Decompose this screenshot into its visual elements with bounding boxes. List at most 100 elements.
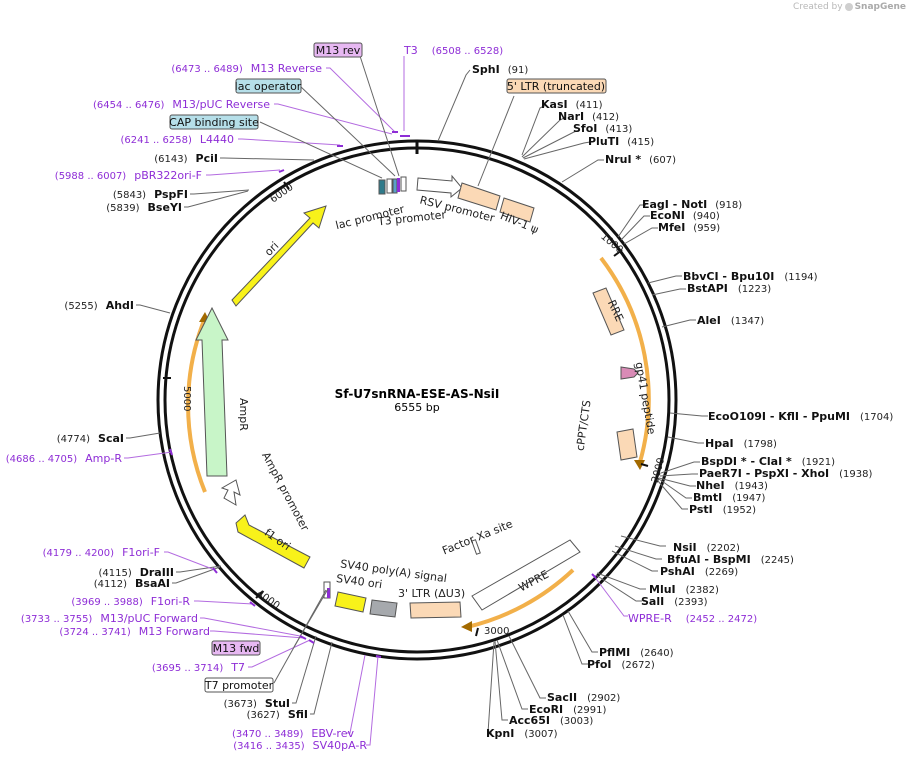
tick-5000: 5000 — [181, 386, 192, 411]
gp41-peptide-arrow — [620, 366, 639, 380]
sv40-polya-block — [334, 591, 367, 613]
label-ltr3: 3' LTR (ΔU3) — [398, 587, 465, 600]
primer-label: (4686 .. 4705)Amp-R — [6, 452, 123, 465]
tick-3000: 3000 — [484, 626, 509, 637]
ori-arrow — [231, 205, 327, 307]
primer-label: (6241 .. 6258)L4440 — [120, 133, 234, 146]
lac-promoter-mark — [386, 178, 393, 194]
site-label: HpaI(1798) — [705, 437, 777, 450]
site-label: (4115)DraIII — [98, 566, 174, 579]
ruler-ticks — [163, 181, 649, 637]
site-label: (4774)ScaI — [57, 432, 124, 445]
credit-prefix: Created by — [793, 2, 843, 12]
primer-ticks — [169, 131, 597, 658]
site-label: KasI(411) — [541, 98, 603, 111]
credit-brand: SnapGene — [854, 2, 906, 12]
site-label: PaeR7I - PspXI - XhoI(1938) — [699, 467, 873, 480]
primer-leaders — [124, 56, 628, 746]
site-label: SacII(2902) — [547, 691, 620, 704]
site-label: (3627)SfiI — [247, 708, 308, 721]
plasmid-name: Sf-U7snRNA-ESE-AS-NsiI — [335, 387, 500, 401]
cap-site-mark — [378, 179, 386, 195]
features — [195, 174, 639, 619]
primer-label: (3733 .. 3755)M13/pUC Forward — [21, 612, 198, 625]
primer-label: (6454 .. 6476)M13/pUC Reverse — [93, 98, 270, 111]
site-label: (5839)BseYI — [106, 201, 182, 214]
site-label: KpnI(3007) — [486, 727, 558, 740]
right-sites: SphI(91) KasI(411) NarI(412) SfoI(413) P… — [472, 63, 893, 740]
label-cppt: cPPT/CTS — [574, 399, 594, 451]
ampr-promoter-arrow — [220, 479, 241, 506]
site-label: (3673)StuI — [224, 697, 290, 710]
site-label: PshAI(2269) — [660, 565, 738, 578]
site-label: NarI(412) — [558, 110, 619, 123]
factor-xa-mark — [471, 539, 481, 555]
site-label: BspDI * - ClaI *(1921) — [701, 455, 835, 468]
rsv-promoter-arrow — [416, 174, 463, 199]
snapgene-credit: Created by SnapGene — [793, 2, 906, 12]
label-gp41: gp41 peptide — [633, 361, 659, 436]
box-t7-promoter: T7 promoter — [204, 677, 274, 693]
box-ltr5: 5' LTR (truncated) — [506, 78, 607, 94]
site-label: SphI(91) — [472, 63, 528, 76]
site-label: BmtI(1947) — [693, 491, 766, 504]
site-label: AleI(1347) — [697, 314, 764, 327]
box-lac-operator: lac operator — [235, 78, 302, 94]
site-label: PfoI(2672) — [587, 658, 655, 671]
primer-label: (3724 .. 3741)M13 Forward — [59, 625, 210, 638]
amplicon-arrows — [199, 312, 645, 632]
primer-label: (4179 .. 4200)F1ori-F — [43, 546, 160, 559]
site-label: PstI(1952) — [689, 503, 756, 516]
primer-label: (3416 .. 3435)SV40pA-R — [233, 739, 367, 752]
box-m13fwd-label: M13 fwd — [213, 642, 260, 655]
left-sites: (6143)PciI (5843)PspFI (5839)BseYI (5255… — [57, 152, 308, 721]
label-ampr-promoter: AmpR promoter — [259, 450, 312, 534]
label-ampr: AmpR — [237, 398, 250, 431]
m13rev-mark — [397, 178, 400, 192]
m13fwd-mark — [327, 588, 330, 598]
box-lac-operator-label: lac operator — [235, 80, 302, 93]
site-label: SfoI(413) — [573, 122, 632, 135]
box-m13fwd: M13 fwd — [211, 640, 261, 656]
lac-operator-mark — [392, 178, 398, 194]
f1-ori-arrow — [235, 514, 311, 569]
site-label: (5843)PspFI — [113, 188, 188, 201]
site-label: BstAPI(1223) — [687, 282, 771, 295]
site-label: EcoRI(2991) — [529, 703, 607, 716]
site-label: EcoO109I - KflI - PpuMI(1704) — [708, 410, 893, 423]
site-label: SalI(2393) — [641, 595, 708, 608]
label-sv40-ori: SV40 ori — [335, 572, 383, 591]
wpre-arrow — [471, 539, 581, 611]
site-label: PflMI(2640) — [599, 646, 674, 659]
box-cap-site: CAP binding site — [169, 114, 259, 130]
site-label: MfeI(959) — [658, 221, 720, 234]
primer-labels: T3(6508 .. 6528) (6473 .. 6489)M13 Rever… — [6, 44, 757, 752]
tick-4000: 4000 — [254, 588, 281, 612]
site-label: EagI - NotI(918) — [642, 198, 742, 211]
box-t7-promoter-label: T7 promoter — [204, 679, 274, 692]
box-cap-site-label: CAP binding site — [169, 116, 259, 129]
site-label: NruI *(607) — [605, 153, 676, 166]
box-m13rev: M13 rev — [313, 42, 363, 58]
left-site-leaders — [126, 157, 333, 715]
snapgene-logo-icon — [844, 2, 853, 11]
primer-label: (6473 .. 6489)M13 Reverse — [171, 62, 322, 75]
rre-block — [592, 287, 625, 336]
tick-1000: 1000 — [598, 231, 625, 256]
ampr-arrow — [195, 306, 229, 477]
site-label: (5255)AhdI — [64, 299, 134, 312]
ltr3-block — [409, 601, 462, 619]
right-site-leaders — [437, 69, 708, 734]
site-label: MluI(2382) — [649, 583, 719, 596]
primer-label: T3(6508 .. 6528) — [403, 44, 503, 57]
site-label: Acc65I(3003) — [509, 714, 593, 727]
t3-promoter-mark — [400, 176, 407, 192]
hiv1-psi-block — [499, 197, 535, 223]
site-label: PluTI(415) — [588, 135, 654, 148]
site-label: BfuAI - BspMI(2245) — [667, 553, 794, 566]
primer-label: (3470 .. 3489)EBV-rev — [232, 727, 354, 740]
primer-label: WPRE-R(2452 .. 2472) — [628, 612, 757, 625]
cppt-block — [616, 428, 638, 461]
site-label: (6143)PciI — [154, 152, 218, 165]
